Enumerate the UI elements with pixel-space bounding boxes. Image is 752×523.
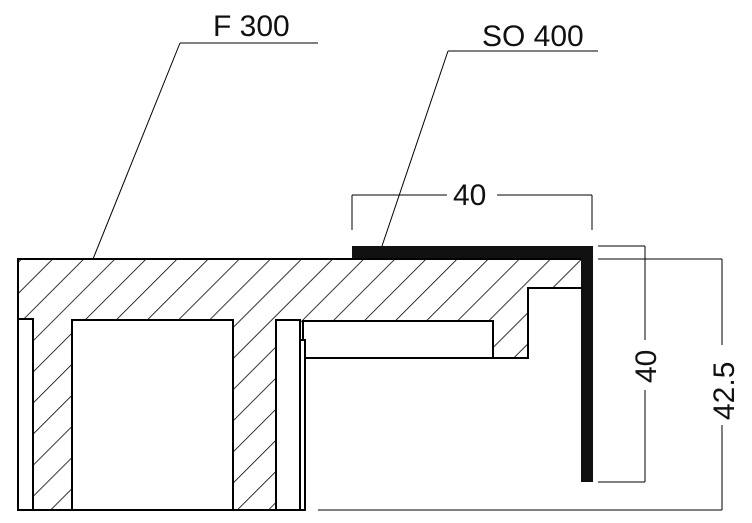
label-so400: SO 400: [482, 20, 584, 53]
label-dim-height-inner: 40: [630, 350, 663, 383]
label-dim-height-outer: 42.5: [708, 362, 741, 420]
step-cross-section: [17, 258, 583, 511]
label-f300: F 300: [213, 10, 290, 43]
label-dim-width: 40: [453, 179, 486, 212]
front-recess: [299, 339, 306, 511]
leader-so400-arrow: [381, 50, 449, 247]
right-slot: [275, 319, 301, 511]
tread-recess: [302, 320, 494, 359]
left-slot: [17, 318, 34, 511]
leader-f300-arrow: [92, 42, 181, 260]
dimension-lines: [318, 194, 723, 511]
main-cavity: [71, 319, 234, 511]
leader-lines: [92, 42, 598, 260]
